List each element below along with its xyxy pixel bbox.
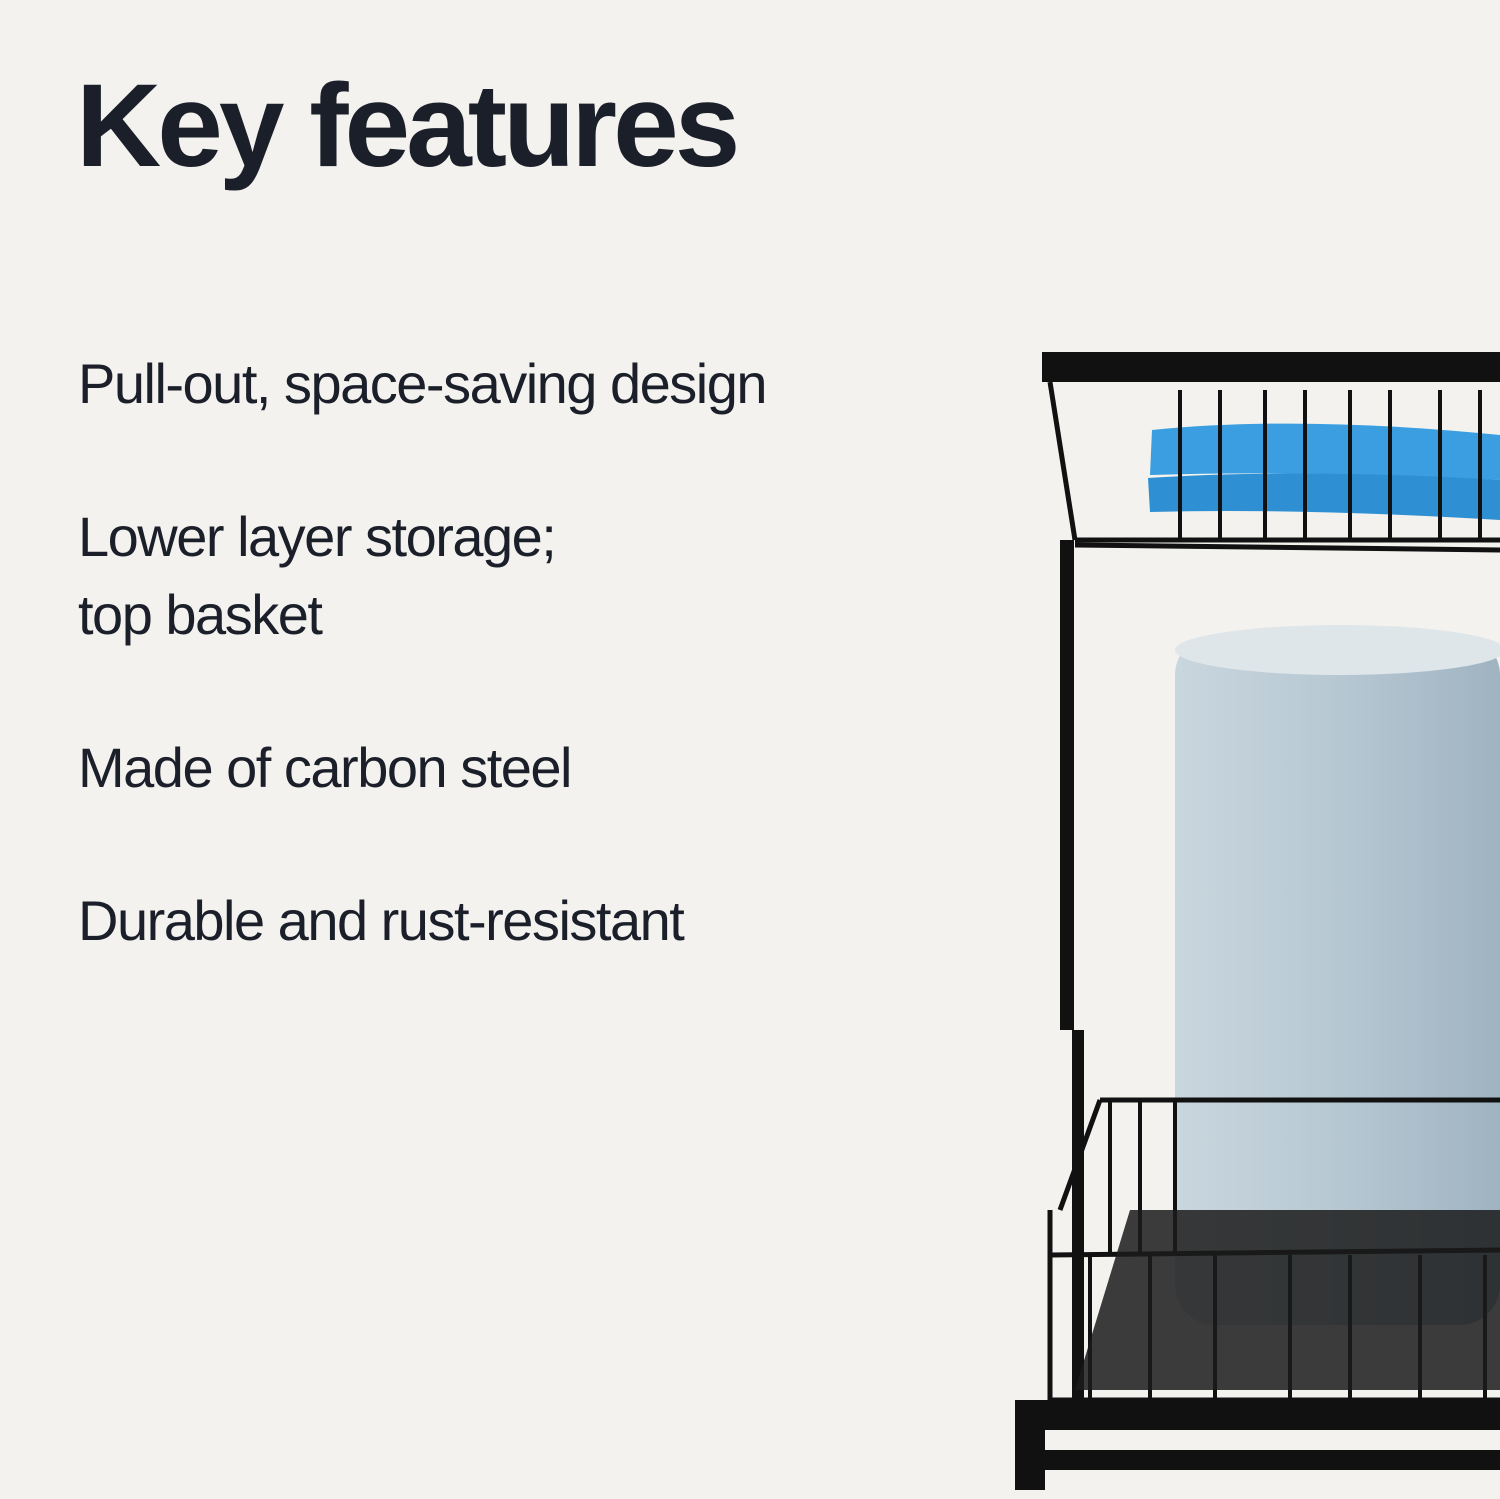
feature-item: Pull-out, space-saving design [78, 352, 768, 415]
top-basket [1047, 381, 1500, 553]
feature-item: Lower layer storage; top basket [78, 505, 557, 646]
pull-out-organizer-image [1015, 352, 1500, 1490]
sponge-image [1148, 423, 1500, 520]
feature-item: Durable and rust-resistant [78, 889, 685, 952]
container-image [1175, 625, 1500, 1325]
feature-list: Pull-out, space-saving design Lower laye… [78, 345, 768, 1035]
feature-item: Made of carbon steel [78, 736, 572, 799]
page-title: Key features [76, 60, 740, 192]
